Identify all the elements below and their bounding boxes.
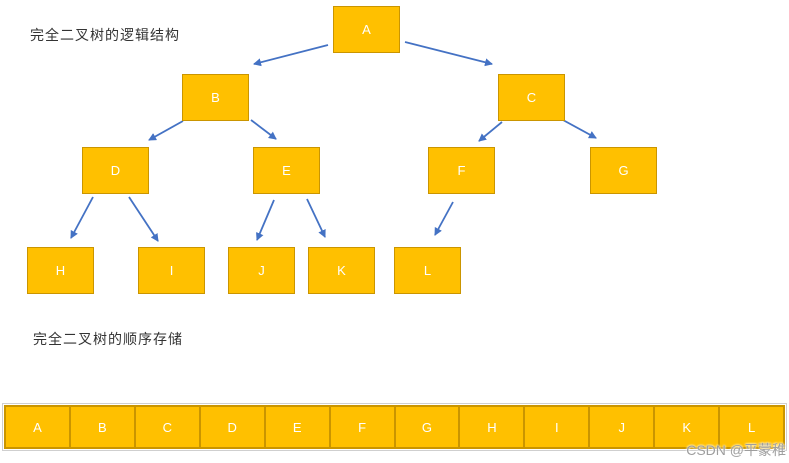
sequential-storage-title: 完全二叉树的顺序存储	[33, 331, 183, 347]
tree-node-l: L	[394, 247, 461, 294]
tree-node-j: J	[228, 247, 295, 294]
csdn-watermark: CSDN @平蒙稚	[686, 442, 786, 458]
edge-c-f	[478, 121, 503, 142]
tree-node-c: C	[498, 74, 565, 121]
array-cell-d: D	[200, 405, 266, 449]
tree-node-f: F	[428, 147, 495, 194]
tree-node-e: E	[253, 147, 320, 194]
array-cell-f: F	[330, 405, 396, 449]
edge-d-h	[70, 196, 94, 239]
array-cell-a: A	[4, 405, 71, 449]
array-cell-j: J	[590, 405, 656, 449]
array-cell-g: G	[395, 405, 461, 449]
tree-node-k: K	[308, 247, 375, 294]
tree-node-a: A	[333, 6, 400, 53]
array-cell-b: B	[70, 405, 136, 449]
edge-e-k	[306, 198, 326, 238]
tree-node-g: G	[590, 147, 657, 194]
logical-structure-title: 完全二叉树的逻辑结构	[30, 27, 180, 43]
tree-node-i: I	[138, 247, 205, 294]
edge-f-l	[434, 201, 454, 236]
edge-b-e	[250, 119, 277, 140]
edge-d-i	[128, 196, 159, 242]
edge-a-c	[404, 41, 493, 67]
storage-array-row: A B C D E F G H I J K L	[4, 405, 786, 449]
tree-node-b: B	[182, 74, 249, 121]
array-cell-h: H	[460, 405, 526, 449]
edge-b-d	[148, 120, 184, 141]
storage-array: A B C D E F G H I J K L	[2, 403, 787, 451]
edge-a-b	[253, 44, 329, 67]
array-cell-k: K	[655, 405, 721, 449]
tree-node-h: H	[27, 247, 94, 294]
array-cell-l: L	[720, 405, 786, 449]
tree-node-d: D	[82, 147, 149, 194]
array-cell-c: C	[135, 405, 201, 449]
array-cell-e: E	[265, 405, 331, 449]
edge-e-j	[256, 199, 275, 241]
array-cell-i: I	[525, 405, 591, 449]
edge-c-g	[562, 119, 597, 139]
